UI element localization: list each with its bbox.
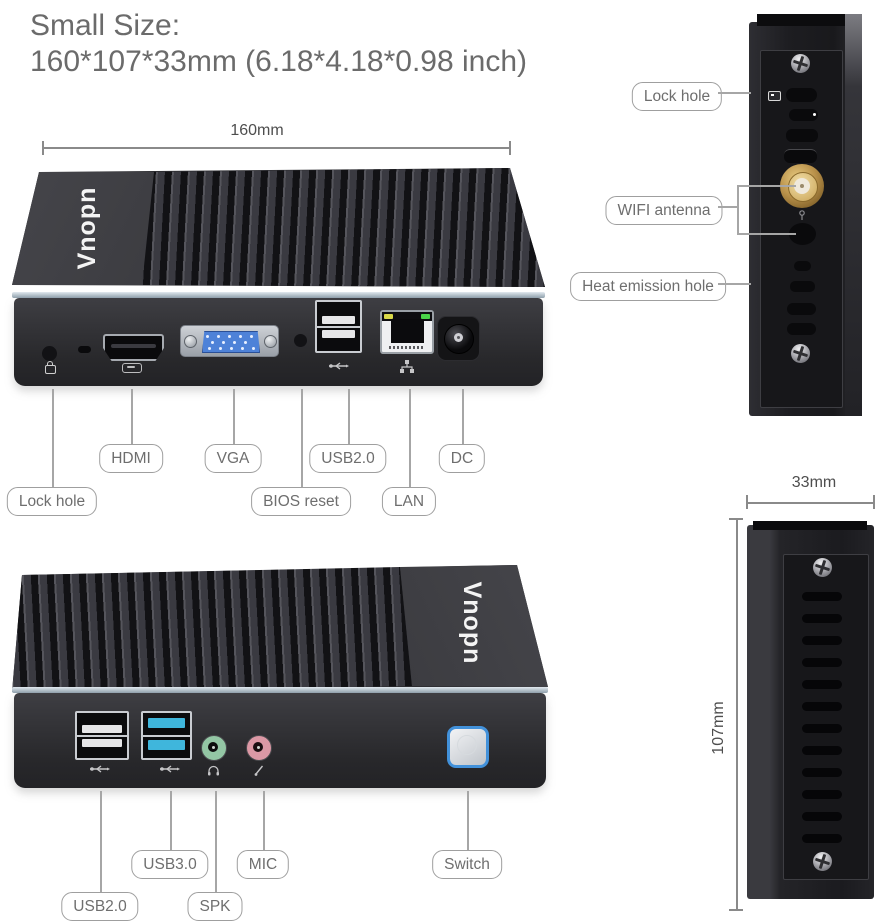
label-mic: MIC (236, 850, 290, 879)
heatsink-fins (12, 567, 412, 692)
mic-audio-jack (246, 735, 272, 761)
case-back-edge (845, 14, 862, 416)
case-edge-highlight (12, 292, 545, 298)
leader-spk (215, 791, 217, 892)
wifi-antenna-connector (780, 164, 824, 208)
leader-lock-hole-side (718, 92, 751, 94)
antenna-icon (799, 210, 805, 220)
label-usb20: USB2.0 (309, 444, 387, 473)
dimension-depth-tick-right (873, 495, 875, 509)
dimension-height-line (736, 518, 738, 910)
dimension-depth-label: 33mm (791, 474, 837, 491)
dimension-height-tick-bottom (729, 909, 743, 911)
dimension-height-label: 107mm (710, 701, 727, 755)
hdmi-icon (122, 363, 142, 373)
hdmi-port (103, 334, 164, 361)
dimension-width-tick-right (509, 141, 511, 155)
vga-port (180, 325, 279, 357)
page-title-line2: 160*107*33mm (6.18*4.18*0.98 inch) (30, 45, 528, 78)
vent-slot (786, 129, 818, 142)
dimension-depth-tick-left (746, 495, 748, 509)
dimension-width-line (42, 147, 510, 149)
label-wifi-antenna: WIFI antenna (605, 196, 723, 225)
heat-vent-slot (787, 323, 816, 335)
heatsink-fins (140, 168, 545, 287)
heat-vent-slot (790, 281, 815, 292)
heat-vent-slot (794, 261, 811, 271)
leader-dc (462, 389, 464, 445)
usb-icon (90, 765, 110, 773)
label-switch: Switch (432, 850, 502, 879)
wifi-bracket-top (737, 185, 796, 187)
dimension-height-tick-top (729, 518, 743, 520)
leader-wifi-antenna (718, 206, 737, 208)
leader-usb20-front (100, 791, 102, 892)
brand-logo: Vnopn (72, 186, 101, 270)
usb-icon (329, 362, 349, 370)
case-edge-highlight (12, 687, 548, 693)
lock-hole-slot (786, 88, 817, 102)
vent-slot (784, 149, 817, 163)
lan-led-yellow (384, 314, 393, 319)
mini-pc-front-view: Vnopn (12, 563, 548, 790)
label-usb30: USB3.0 (131, 850, 209, 879)
label-heat-emission-hole: Heat emission hole (570, 272, 726, 301)
vent-slot (789, 109, 818, 121)
wifi-bracket-bottom (737, 233, 796, 235)
usb2-port-stack (315, 300, 362, 353)
vga-connector (202, 331, 260, 353)
bios-reset-hole (294, 334, 307, 347)
lock-icon (768, 91, 781, 101)
leader-bios-reset (301, 389, 303, 487)
label-dc: DC (438, 444, 486, 473)
label-spk: SPK (187, 892, 243, 921)
dimension-depth-line (746, 502, 874, 504)
wifi-bracket (737, 185, 739, 235)
dimension-width-label: 160mm (230, 122, 284, 139)
leader-vga (233, 389, 235, 445)
label-hdmi: HDMI (99, 444, 163, 473)
leader-lan (409, 389, 411, 487)
vga-pins (206, 335, 209, 338)
label-vga: VGA (204, 444, 262, 473)
usb-icon (160, 765, 180, 773)
power-switch-icon (447, 726, 489, 768)
screw-icon (264, 335, 277, 348)
usb3-port-stack (141, 711, 192, 760)
lock-icon (45, 361, 56, 374)
leader-switch (467, 791, 469, 851)
side-panel (783, 554, 869, 880)
leader-usb30 (170, 791, 172, 851)
lan-port (380, 310, 434, 354)
antenna-hole (789, 223, 816, 245)
lan-icon (400, 360, 414, 373)
leader-mic (263, 791, 265, 851)
usb2-port-stack (75, 711, 129, 760)
vent-slot (78, 346, 91, 353)
dimension-width-tick-left (42, 141, 44, 155)
spk-audio-jack (201, 735, 227, 761)
page-title-line1: Small Size: (30, 9, 181, 42)
leader-usb20 (348, 389, 350, 445)
label-lock-hole: Lock hole (6, 487, 98, 516)
screw-icon (184, 335, 197, 348)
heat-vent-slot (787, 303, 816, 315)
label-bios-reset: BIOS reset (251, 487, 351, 516)
leader-lock-hole (52, 389, 54, 487)
leader-heat-emission (718, 283, 751, 285)
headphone-icon (208, 765, 219, 776)
lock-hole-port (42, 346, 57, 361)
mini-pc-side-view-top (749, 14, 862, 416)
leader-hdmi (131, 389, 133, 445)
mic-icon (254, 765, 264, 776)
mini-pc-rear-view: Vnopn (12, 166, 545, 388)
label-lan: LAN (381, 487, 437, 516)
mini-pc-side-view-bottom (747, 521, 874, 899)
logo-plate (12, 172, 154, 285)
dc-power-port (437, 316, 480, 361)
brand-logo: Vnopn (458, 581, 487, 665)
lan-led-green (421, 314, 430, 319)
label-usb20-front: USB2.0 (61, 892, 139, 921)
label-lock-hole-side: Lock hole (631, 82, 723, 111)
